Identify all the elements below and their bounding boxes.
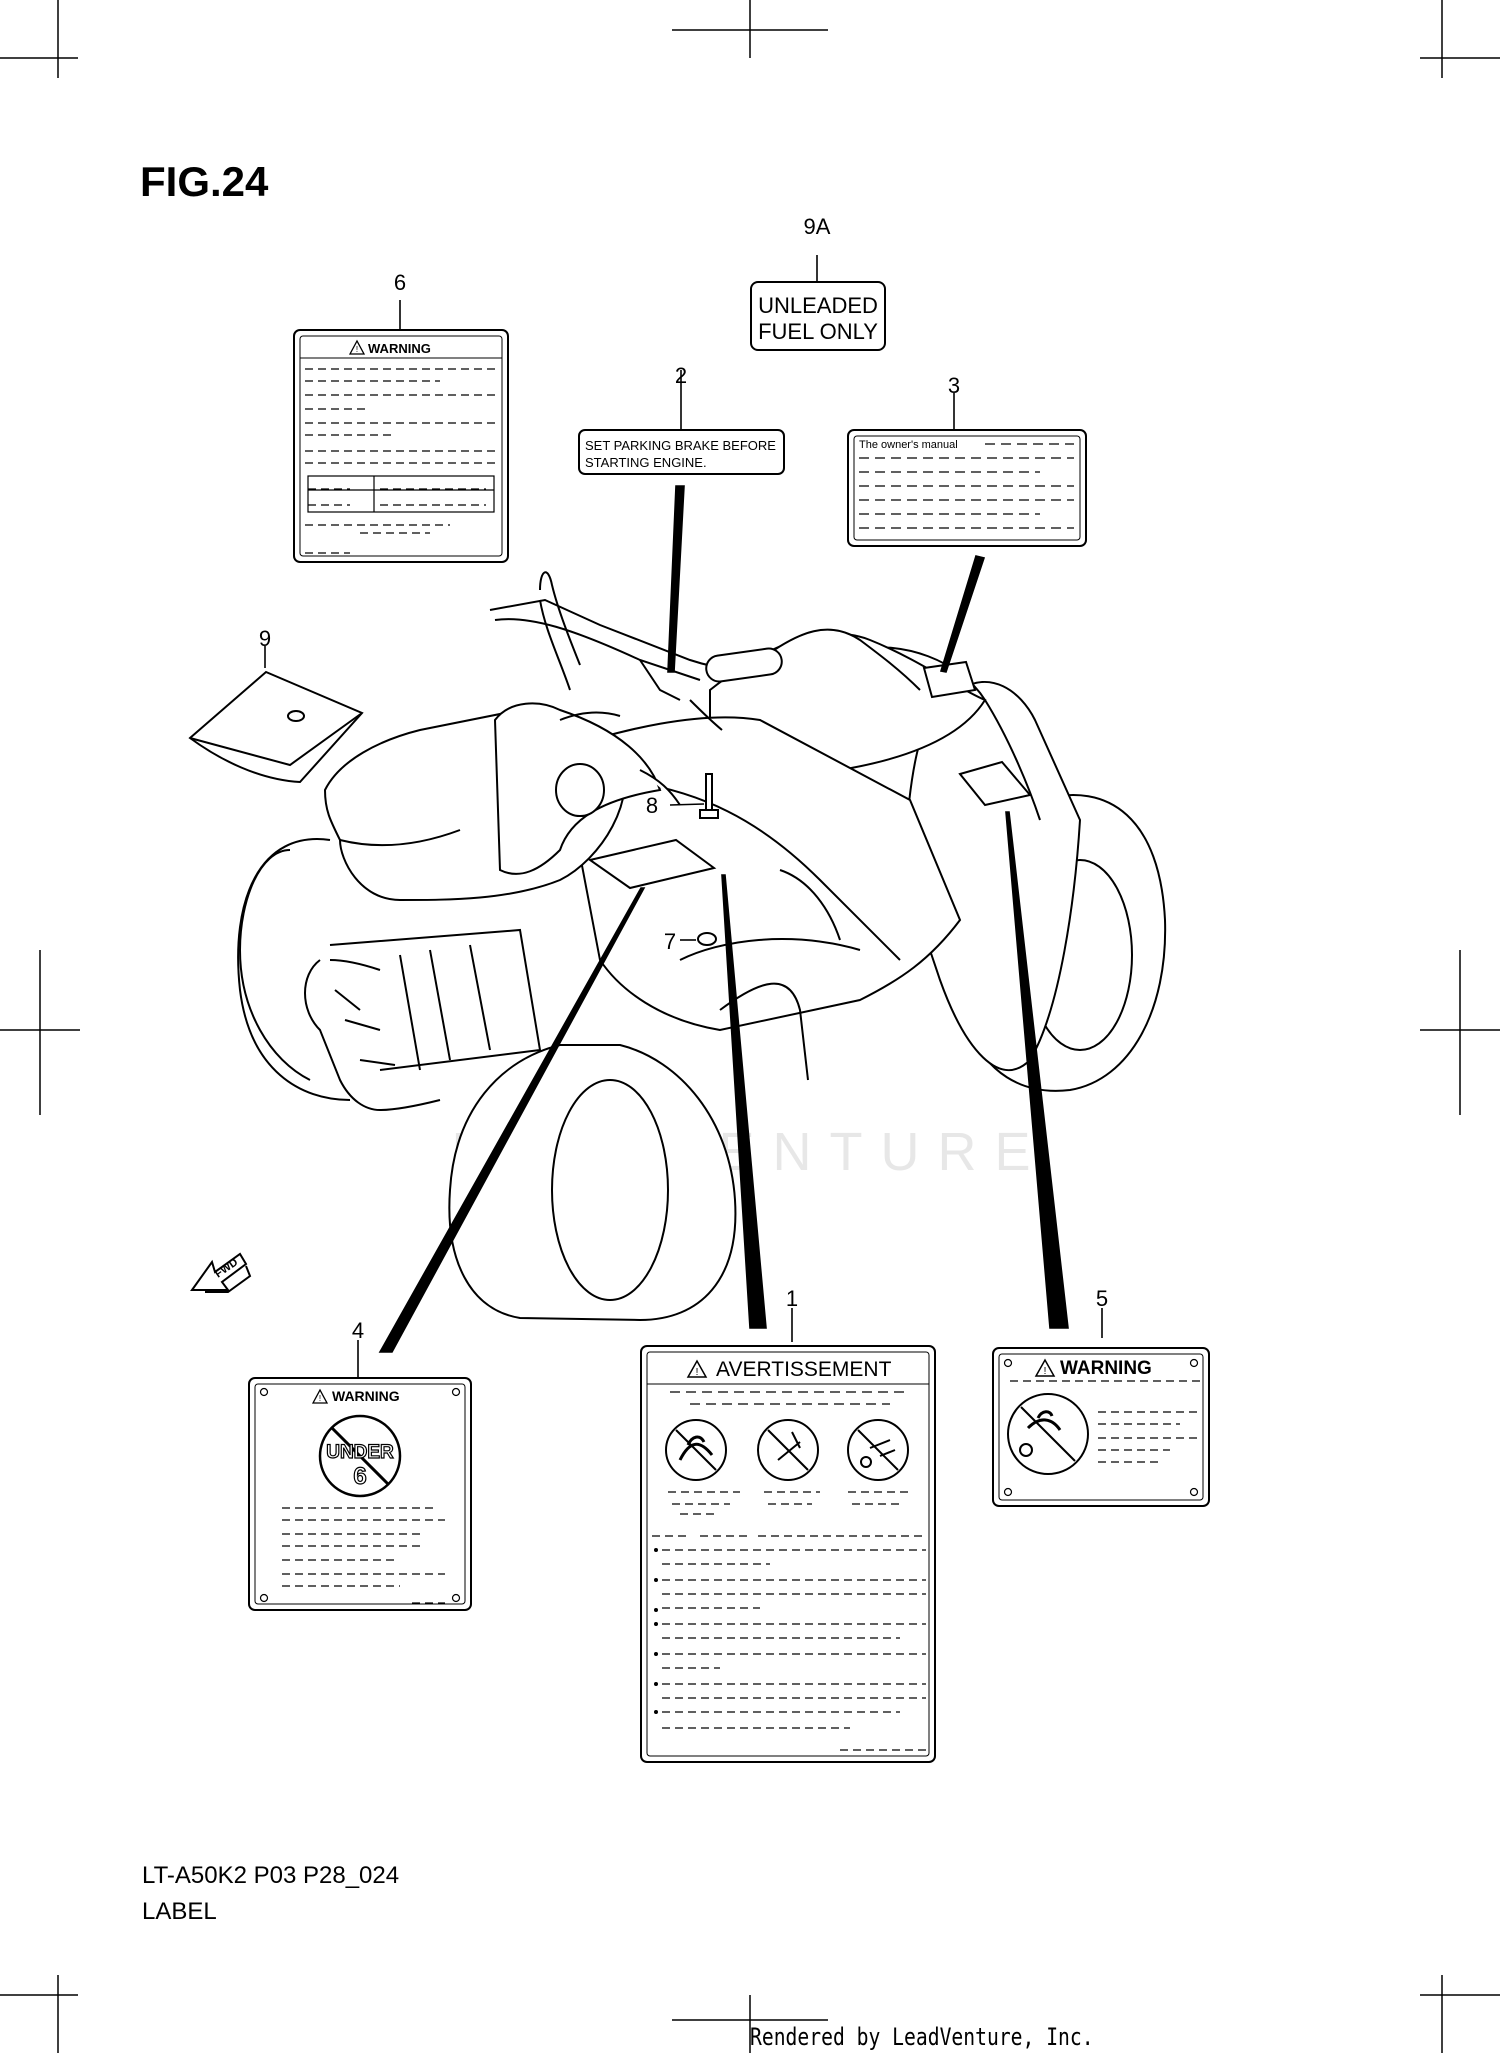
callout-3: 3 (948, 373, 960, 398)
front-wheel (238, 849, 311, 1081)
front-bumper (304, 928, 542, 1111)
figure-title: FIG.24 (140, 158, 269, 205)
label-2-parking-brake: SET PARKING BRAKE BEFORE STARTING ENGINE… (578, 429, 785, 475)
callout-4: 4 (352, 1318, 364, 1343)
label-6-warning: ! WARNING (293, 329, 509, 563)
group-name: LABEL (142, 1898, 217, 1925)
label-9a-unleaded-fuel: UNLEADED FUEL ONLY (750, 281, 886, 351)
label-5-warning: ! WARNING (992, 1347, 1210, 1507)
callout-9a: 9A (804, 214, 831, 239)
avertissement-header: AVERTISSEMENT (716, 1358, 892, 1381)
on-vehicle-labels (188, 660, 1032, 946)
callouts: 9A 6 2 3 9 8 7 1 5 4 (259, 214, 1108, 1343)
nut-7 (697, 932, 717, 946)
under-text: UNDER (326, 1442, 394, 1463)
label-3-owners-manual: The owner's manual (847, 429, 1087, 547)
bolt-8 (705, 773, 713, 811)
manual-text: The owner's manual (859, 439, 958, 451)
callout-8: 8 (646, 793, 658, 818)
warning6-header: WARNING (368, 341, 431, 356)
headlight (555, 763, 605, 817)
warning5-triangle-icon: ! (1034, 1358, 1056, 1377)
callout-2: 2 (675, 363, 687, 388)
leader-lines (264, 255, 1103, 1378)
svg-text:!: ! (1044, 1366, 1047, 1377)
callout-6: 6 (394, 270, 406, 295)
label-1-avertissement: ! AVERTISSEMENT (640, 1345, 936, 1763)
callout-7: 7 (664, 929, 676, 954)
warning6-triangle-icon: ! (348, 339, 366, 355)
model-code: LT-A50K2 P03 P28_024 (142, 1862, 400, 1889)
callout-9: 9 (259, 626, 271, 651)
callout-5: 5 (1096, 1286, 1108, 1311)
avertissement-triangle-icon: ! (686, 1359, 708, 1378)
no-alcohol-icon (757, 1419, 819, 1481)
fuel-line-1: UNLEADED (758, 293, 878, 318)
warning5-header: WARNING (1060, 1358, 1152, 1379)
parking-line-1: SET PARKING BRAKE BEFORE (585, 438, 776, 453)
label-4-warning: ! WARNING UNDER 6 (248, 1377, 472, 1611)
parking-line-2: STARTING ENGINE. (585, 455, 707, 470)
under-age: 6 (353, 1463, 366, 1490)
warning4-header: WARNING (332, 1388, 400, 1404)
fwd-arrow-icon: FWD (190, 1252, 252, 1293)
svg-text:!: ! (319, 1394, 321, 1403)
under-6-icon: UNDER 6 (318, 1414, 402, 1498)
no-passenger-pictogram-icon (1007, 1393, 1089, 1475)
no-paved-roads-icon (847, 1419, 909, 1481)
callout-1: 1 (786, 1286, 798, 1311)
warning4-triangle-icon: ! (311, 1388, 329, 1404)
atv-outline (237, 571, 1167, 1322)
fuel-line-2: FUEL ONLY (758, 319, 878, 344)
no-passenger-icon (665, 1419, 727, 1481)
rendered-by-note: Rendered by LeadVenture, Inc. (750, 2023, 1094, 2051)
svg-text:!: ! (356, 345, 358, 354)
svg-text:!: ! (696, 1367, 699, 1378)
